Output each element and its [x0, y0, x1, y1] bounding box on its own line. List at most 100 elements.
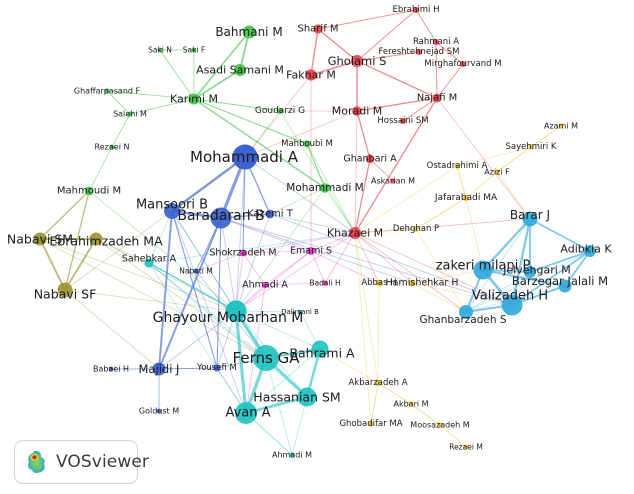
network-edge	[148, 210, 173, 264]
network-node[interactable]	[365, 154, 375, 164]
network-node[interactable]	[522, 211, 538, 227]
vosviewer-logo-label: VOSviewer	[56, 452, 149, 472]
network-node[interactable]	[313, 24, 323, 34]
network-node[interactable]	[253, 345, 279, 371]
network-edge	[435, 41, 464, 65]
vosviewer-logo[interactable]: VOSviewer	[14, 440, 149, 484]
network-edge	[319, 348, 379, 384]
network-edge	[220, 217, 513, 306]
network-node[interactable]	[235, 402, 257, 424]
network-node[interactable]	[368, 421, 374, 427]
network-node[interactable]	[528, 144, 534, 150]
network-node[interactable]	[454, 163, 460, 169]
network-edge	[356, 97, 438, 112]
network-node[interactable]	[352, 106, 362, 116]
network-edge	[235, 310, 301, 313]
network-node[interactable]	[390, 178, 396, 184]
network-node[interactable]	[463, 195, 469, 201]
network-node[interactable]	[460, 61, 466, 67]
network-edge	[39, 238, 237, 312]
network-node[interactable]	[156, 408, 162, 414]
network-edge	[220, 217, 413, 284]
network-node[interactable]	[437, 422, 443, 428]
network-edge	[317, 9, 417, 30]
network-edge	[465, 250, 591, 313]
network-node[interactable]	[144, 258, 154, 268]
network-node[interactable]	[191, 47, 197, 53]
network-node[interactable]	[322, 280, 328, 286]
network-node[interactable]	[307, 247, 315, 255]
network-edge	[310, 60, 358, 76]
network-node[interactable]	[297, 309, 303, 315]
network-node[interactable]	[303, 140, 311, 148]
network-node[interactable]	[413, 7, 419, 13]
network-node[interactable]	[311, 340, 329, 358]
network-node[interactable]	[320, 183, 330, 193]
network-edge	[279, 110, 356, 234]
network-edge	[234, 309, 248, 415]
network-edge	[245, 284, 266, 414]
network-node[interactable]	[277, 108, 283, 114]
network-node[interactable]	[164, 203, 180, 219]
network-node[interactable]	[524, 266, 536, 278]
network-node[interactable]	[104, 88, 110, 94]
network-node[interactable]	[210, 207, 232, 229]
network-edge	[235, 187, 326, 312]
network-node[interactable]	[494, 169, 500, 175]
network-edge	[170, 155, 247, 213]
network-node[interactable]	[413, 226, 419, 232]
network-node[interactable]	[213, 364, 221, 372]
network-node[interactable]	[305, 69, 317, 81]
network-node[interactable]	[262, 282, 268, 288]
network-node[interactable]	[375, 380, 381, 386]
network-node[interactable]	[265, 209, 275, 219]
network-node[interactable]	[558, 123, 564, 129]
network-node[interactable]	[239, 249, 247, 257]
network-node[interactable]	[193, 268, 199, 274]
network-edge	[410, 403, 441, 426]
network-edge	[496, 171, 531, 220]
network-node[interactable]	[289, 452, 295, 458]
network-node[interactable]	[408, 401, 414, 407]
network-node[interactable]	[501, 294, 523, 316]
network-edge	[158, 367, 218, 370]
network-node[interactable]	[584, 245, 596, 257]
network-node[interactable]	[463, 444, 469, 450]
network-node[interactable]	[351, 55, 363, 67]
network-edge	[64, 289, 237, 312]
network-edge	[235, 232, 356, 312]
network-edge	[148, 262, 308, 398]
network-node[interactable]	[127, 111, 133, 117]
network-node[interactable]	[433, 39, 439, 45]
network-node[interactable]	[297, 387, 317, 407]
network-node[interactable]	[408, 279, 416, 287]
network-node[interactable]	[349, 227, 361, 239]
network-node[interactable]	[473, 260, 493, 280]
network-node[interactable]	[108, 366, 114, 372]
network-edge	[193, 31, 250, 100]
network-edge	[220, 217, 312, 252]
network-node[interactable]	[188, 93, 200, 105]
network-node[interactable]	[152, 362, 166, 376]
network-node[interactable]	[242, 25, 256, 39]
network-node[interactable]	[157, 47, 163, 53]
network-edge	[411, 269, 484, 284]
network-node[interactable]	[232, 144, 258, 170]
network-node[interactable]	[375, 279, 383, 287]
network-node[interactable]	[558, 279, 572, 293]
network-edge	[354, 158, 371, 234]
network-node[interactable]	[432, 93, 442, 103]
network-node[interactable]	[33, 232, 47, 246]
network-node[interactable]	[416, 49, 422, 55]
network-edge	[264, 282, 326, 286]
network-edge	[244, 156, 356, 234]
network-node[interactable]	[459, 305, 473, 319]
network-node[interactable]	[234, 64, 246, 76]
network-node[interactable]	[84, 186, 94, 196]
network-node[interactable]	[57, 282, 73, 298]
network-node[interactable]	[109, 144, 115, 150]
network-node[interactable]	[400, 118, 406, 124]
network-node[interactable]	[225, 300, 247, 322]
network-node[interactable]	[89, 232, 103, 246]
